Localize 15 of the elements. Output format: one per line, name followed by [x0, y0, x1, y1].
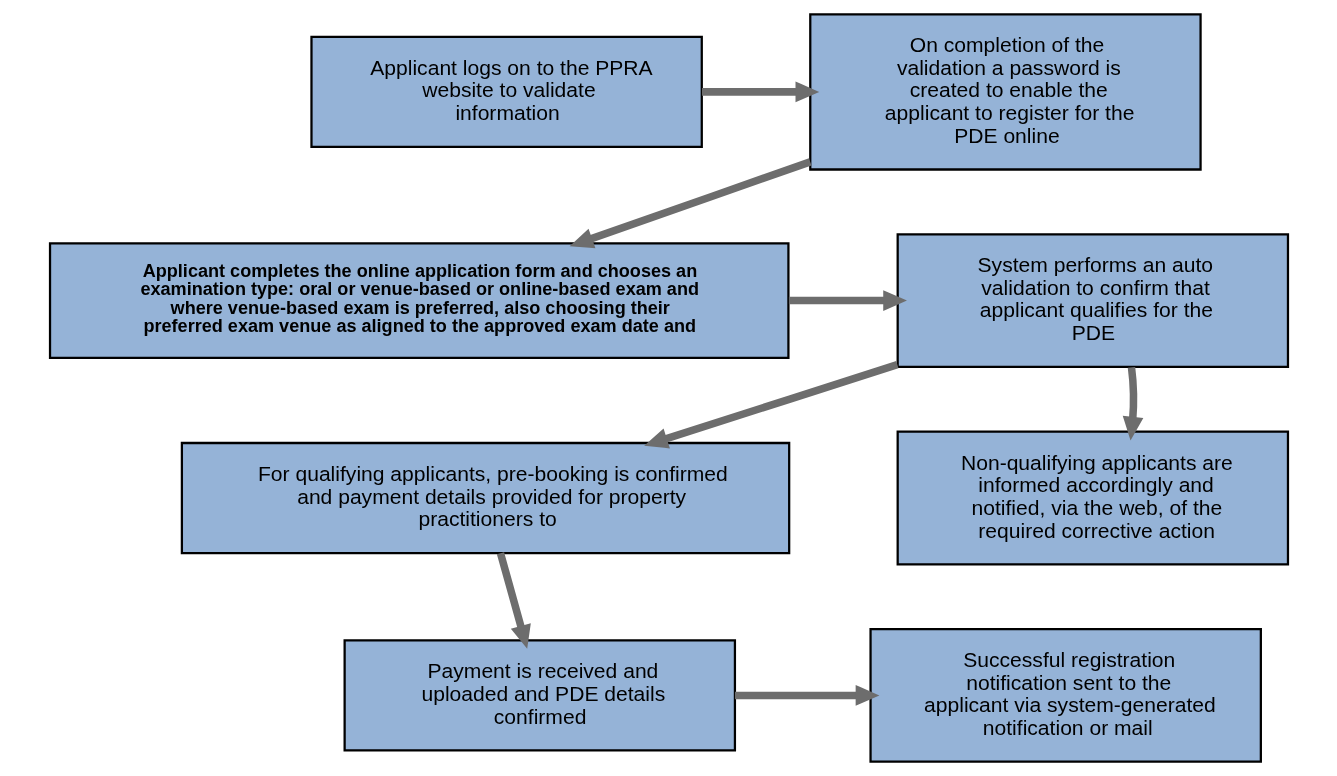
node-box: For qualifying applicants, pre-booking is confirmed and payment details provided for property practitioners to	[180, 441, 790, 555]
arrow	[701, 81, 819, 103]
arrow	[734, 685, 879, 706]
node-box: System performs an auto validation to confirm that applicant qualifies for the PDE	[896, 233, 1289, 369]
arrow	[569, 158, 811, 249]
node-box: Applicant completes the online application form and chooses an examination type: oral or venue-based or online-based exam and where venue-based exam is preferred, also choosing their preferred exam venue as aligned to the approved exam date and	[48, 242, 790, 359]
arrow	[788, 290, 907, 311]
node-box: Payment is received and uploaded and PDE details confirmed	[343, 639, 736, 752]
node-box: Successful registration notification sent to the applicant via system-generated notification or mail	[868, 628, 1262, 763]
arrow	[496, 552, 531, 649]
node-box: Applicant logs on to the PPRA website to validate information	[309, 35, 703, 148]
arrow	[643, 361, 898, 449]
arrow	[1122, 366, 1143, 441]
node-box: Non-qualifying applicants are informed accordingly and notified, via the web, of the required corrective action	[896, 430, 1289, 566]
node-box: On completion of the validation a password is created to enable the applicant to register for the PDE online	[808, 13, 1202, 171]
